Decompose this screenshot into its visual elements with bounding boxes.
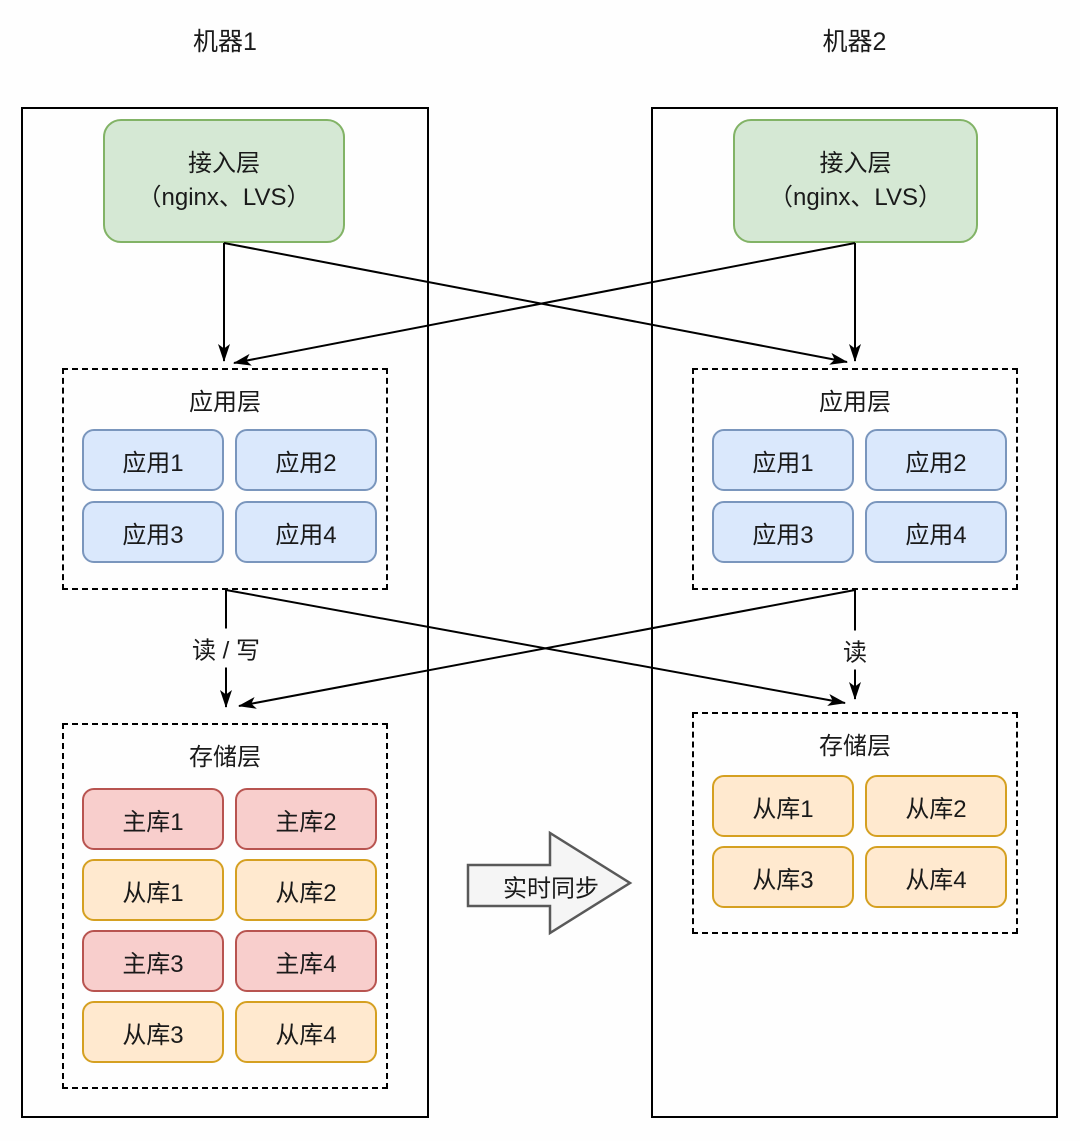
machine2-access-layer-title: 接入层 [819, 150, 892, 178]
machine1-slave-db-4-label: 从库4 [275, 1021, 337, 1049]
machine1-app-2-label: 应用2 [275, 449, 337, 477]
machine2-app-2: 应用2 [865, 429, 1007, 491]
machine1-access-layer: 接入层 （nginx、LVS） [103, 119, 345, 243]
machine2-slave-db-3-label: 从库3 [752, 866, 814, 894]
machine2-app-layer-title: 应用层 [819, 389, 891, 416]
machine1-read-write-label: 读 / 写 [184, 628, 268, 668]
machine2-slave-db-4-label: 从库4 [905, 866, 967, 894]
machine2-slave-db-3: 从库3 [712, 846, 854, 908]
machine1-master-db-4-label: 主库4 [275, 950, 337, 978]
machine2-app-3: 应用3 [712, 501, 854, 563]
machine2-access-layer: 接入层 （nginx、LVS） [733, 119, 978, 243]
machine1-master-db-1-label: 主库1 [122, 808, 184, 836]
machine1-slave-db-1-label: 从库1 [122, 879, 184, 907]
machine1-slave-db-3: 从库3 [82, 1001, 224, 1063]
machine2-slave-db-2-label: 从库2 [905, 795, 967, 823]
machine1-slave-db-4: 从库4 [235, 1001, 377, 1063]
machine2-read-label: 读 [836, 630, 874, 670]
machine1-master-db-3: 主库3 [82, 930, 224, 992]
machine2-access-layer-subtitle: （nginx、LVS） [769, 184, 942, 211]
machine1-access-layer-subtitle: （nginx、LVS） [137, 184, 311, 211]
machine1-app-1-label: 应用1 [122, 449, 184, 477]
machine2-app-1-label: 应用1 [752, 449, 814, 477]
machine1-app-layer-title: 应用层 [189, 389, 261, 416]
machine1-app-4: 应用4 [235, 501, 377, 563]
machine1-app-3: 应用3 [82, 501, 224, 563]
machine1-master-db-2-label: 主库2 [275, 808, 337, 836]
machine2-app-4-label: 应用4 [905, 521, 967, 549]
machine1-master-db-1: 主库1 [82, 788, 224, 850]
machine1-slave-db-3-label: 从库3 [122, 1021, 184, 1049]
machine2-storage-layer-title: 存储层 [819, 733, 891, 760]
machine1-title: 机器1 [193, 28, 257, 56]
machine2-slave-db-4: 从库4 [865, 846, 1007, 908]
machine1-access-layer-title: 接入层 [188, 150, 260, 178]
machine1-master-db-2: 主库2 [235, 788, 377, 850]
machine1-app-3-label: 应用3 [122, 521, 184, 549]
machine1-master-db-4: 主库4 [235, 930, 377, 992]
machine1-master-db-3-label: 主库3 [122, 950, 184, 978]
machine1-slave-db-2: 从库2 [235, 859, 377, 921]
machine1-slave-db-2-label: 从库2 [275, 879, 337, 907]
machine1-app-layer: 应用层 应用1 应用2 应用3 应用4 [62, 368, 388, 590]
machine2-app-4: 应用4 [865, 501, 1007, 563]
machine1-slave-db-1: 从库1 [82, 859, 224, 921]
machine1-app-2: 应用2 [235, 429, 377, 491]
machine2-title: 机器2 [822, 28, 887, 56]
machine2-slave-db-1-label: 从库1 [752, 795, 814, 823]
machine2-app-2-label: 应用2 [905, 449, 967, 477]
machine2-storage-layer: 存储层 从库1 从库2 从库3 从库4 [692, 712, 1018, 934]
machine2-app-3-label: 应用3 [752, 521, 814, 549]
machine2-app-layer: 应用层 应用1 应用2 应用3 应用4 [692, 368, 1018, 590]
machine2-slave-db-1: 从库1 [712, 775, 854, 837]
machine1-storage-layer-title: 存储层 [189, 744, 261, 771]
machine1-app-4-label: 应用4 [275, 521, 337, 549]
sync-arrow-label: 实时同步 [503, 875, 599, 903]
machine1-storage-layer: 存储层 主库1 主库2 从库1 从库2 主库3 主库4 从库3 从库4 [62, 723, 388, 1089]
machine2-slave-db-2: 从库2 [865, 775, 1007, 837]
machine2-app-1: 应用1 [712, 429, 854, 491]
machine1-app-1: 应用1 [82, 429, 224, 491]
machine2-box [651, 107, 1058, 1118]
